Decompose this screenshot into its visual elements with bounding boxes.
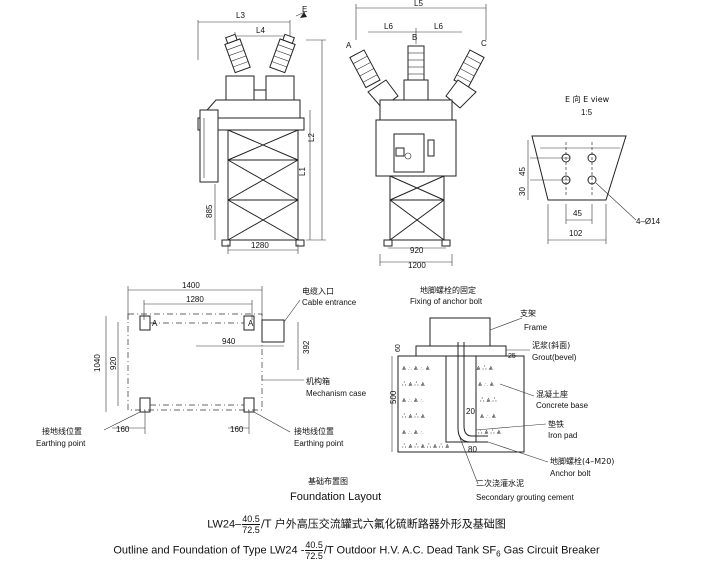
caption-en-suffix: /T Outdoor H.V. A.C. Dead Tank SF: [323, 544, 497, 557]
dim-l2: L2: [307, 133, 316, 142]
marker-a-left: A: [152, 319, 158, 328]
caption-cn-suffix: /T 户外高压交流罐式六氟化硫断路器外形及基础图: [260, 517, 506, 531]
frame-cn: 支架: [520, 308, 536, 318]
svg-text:∴ ⩓ ∴: ∴ ⩓ ∴: [480, 397, 497, 404]
caption-en: Outline and Foundation of Type LW24 -40.…: [0, 540, 713, 561]
grout-en: Grout(bevel): [532, 353, 577, 362]
caption-cn-num: 40.5: [242, 514, 260, 525]
svg-text:∴ ⩓ ∴ ⩓: ∴ ⩓ ∴ ⩓: [470, 365, 493, 372]
mech-case-cn: 机构箱: [306, 376, 330, 386]
anchor-fix-cn: 地脚螺栓的固定: [420, 285, 476, 295]
caption-en-prefix: Outline and Foundation of Type LW24 -: [113, 544, 305, 557]
hole-spec: 4–Ø14: [636, 217, 661, 226]
dim-920-front: 920: [410, 246, 424, 255]
dim-1280-side: 1280: [251, 241, 269, 250]
caption-en-sub: 6: [496, 549, 501, 559]
layout-title-cn: 基础布置图: [308, 476, 348, 486]
dim-l5: L5: [414, 0, 423, 8]
dim-l1: L1: [298, 167, 307, 176]
phase-a: A: [346, 41, 352, 50]
dim-1200: 1200: [408, 261, 426, 270]
anchor-detail: 地脚螺栓的固定 Fixing of anchor bolt 支架 Frame ⩓…: [389, 285, 614, 502]
dim-l6-right: L6: [434, 22, 443, 31]
svg-text:⩓ ∴ ⩓: ⩓ ∴ ⩓: [478, 381, 494, 388]
earth-point-right-cn: 接地线位置: [294, 426, 334, 436]
phase-b: B: [412, 33, 417, 42]
marker-a-right: A: [248, 319, 254, 328]
grout-cn: 泥浆(斜面): [532, 340, 570, 350]
svg-text:∴ ⩓ ∴ ⩓: ∴ ⩓ ∴ ⩓: [402, 413, 425, 420]
svg-text:⩓ ∴ ⩓: ⩓ ∴ ⩓: [480, 413, 496, 420]
dim-45-vert: 45: [518, 167, 527, 176]
caption-cn-den: 72.5: [242, 525, 260, 535]
caption-en-den: 72.5: [305, 551, 323, 561]
cable-entrance-en: Cable entrance: [302, 298, 357, 307]
earth-point-left-en: Earthing point: [36, 439, 86, 448]
dim-l3: L3: [236, 11, 245, 20]
dim-102: 102: [569, 229, 583, 238]
dim-885: 885: [205, 204, 214, 218]
e-view-scale: 1:5: [581, 108, 593, 117]
svg-text:⩓ ∴ ⩓ ∴ ⩓: ⩓ ∴ ⩓ ∴ ⩓: [402, 365, 430, 372]
iron-pad-cn: 垫铁: [548, 419, 564, 429]
dim-45-horiz: 45: [573, 209, 582, 218]
dim-20: 20: [466, 407, 475, 416]
dim-940: 940: [222, 337, 236, 346]
dim-60: 60: [395, 344, 402, 352]
dim-500: 500: [389, 390, 398, 404]
caption-en-tail: Gas Circuit Breaker: [500, 544, 600, 557]
front-view: L5 L6 L6 A B C: [346, 0, 487, 270]
svg-text:∴ ⩓ ∴ ⩓: ∴ ⩓ ∴ ⩓: [402, 381, 425, 388]
dim-l4: L4: [256, 26, 265, 35]
second-grout-en: Secondary grouting cement: [476, 493, 575, 502]
dim-80: 80: [468, 445, 477, 454]
svg-text:∴ ⩓ ∴ ⩓ ∴ ⩓ ∴ ⩓: ∴ ⩓ ∴ ⩓ ∴ ⩓ ∴ ⩓: [402, 443, 449, 450]
second-grout-cn: 二次浇灌水泥: [476, 478, 524, 488]
side-view: L3 L4 E: [197, 5, 326, 254]
layout-title-en: Foundation Layout: [290, 491, 381, 503]
iron-pad-en: Iron pad: [548, 431, 577, 440]
anchor-fix-en: Fixing of anchor bolt: [410, 297, 483, 306]
dim-920-plan: 920: [109, 356, 118, 370]
dim-25: 25: [508, 353, 516, 360]
svg-text:∴ ⩓ ∴ ⩓: ∴ ⩓ ∴ ⩓: [478, 429, 501, 436]
concrete-hatch: ⩓ ∴ ⩓ ∴ ⩓ ∴ ⩓ ∴ ⩓ ∴ ⩓ ∴ ⩓ ⩓ ∴ ⩓ ⩓ ∴ ⩓ ∴ …: [402, 365, 501, 450]
e-view-title: E 向 E view: [565, 94, 610, 104]
foundation-layout: 1400 1280 A A 940 392 1040 920 160 160 电…: [36, 281, 381, 503]
concrete-en: Concrete base: [536, 401, 589, 410]
earth-point-right-en: Earthing point: [294, 439, 344, 448]
view-marker-e: E: [302, 5, 307, 14]
dim-1040: 1040: [93, 354, 102, 372]
cable-entrance-cn: 电缆入口: [302, 286, 334, 296]
caption-en-num: 40.5: [305, 540, 323, 551]
concrete-cn: 混凝土座: [536, 389, 568, 399]
anchor-bolt-en: Anchor bolt: [550, 469, 591, 478]
dim-160-right: 160: [230, 425, 244, 434]
dim-30: 30: [518, 187, 527, 196]
frame-en: Frame: [524, 323, 548, 332]
svg-text:⩓ ∴ ⩓ ∴: ⩓ ∴ ⩓ ∴: [402, 429, 424, 436]
earth-point-left-cn: 接地线位置: [42, 426, 82, 436]
dim-160-left: 160: [116, 425, 130, 434]
svg-text:⩓ ∴ ⩓ ∴: ⩓ ∴ ⩓ ∴: [402, 397, 424, 404]
dim-l6-left: L6: [384, 22, 393, 31]
e-view: E 向 E view 1:5 45 30 45 102 4–Ø14: [518, 94, 661, 244]
caption-cn-prefix: LW24–: [207, 518, 242, 531]
dim-392: 392: [302, 340, 311, 354]
anchor-bolt-cn: 地脚螺栓(4–M20): [550, 456, 614, 466]
dim-1400: 1400: [182, 281, 200, 290]
mech-case-en: Mechanism case: [306, 389, 367, 398]
dim-1280-plan: 1280: [186, 295, 204, 304]
phase-c: C: [481, 39, 487, 48]
